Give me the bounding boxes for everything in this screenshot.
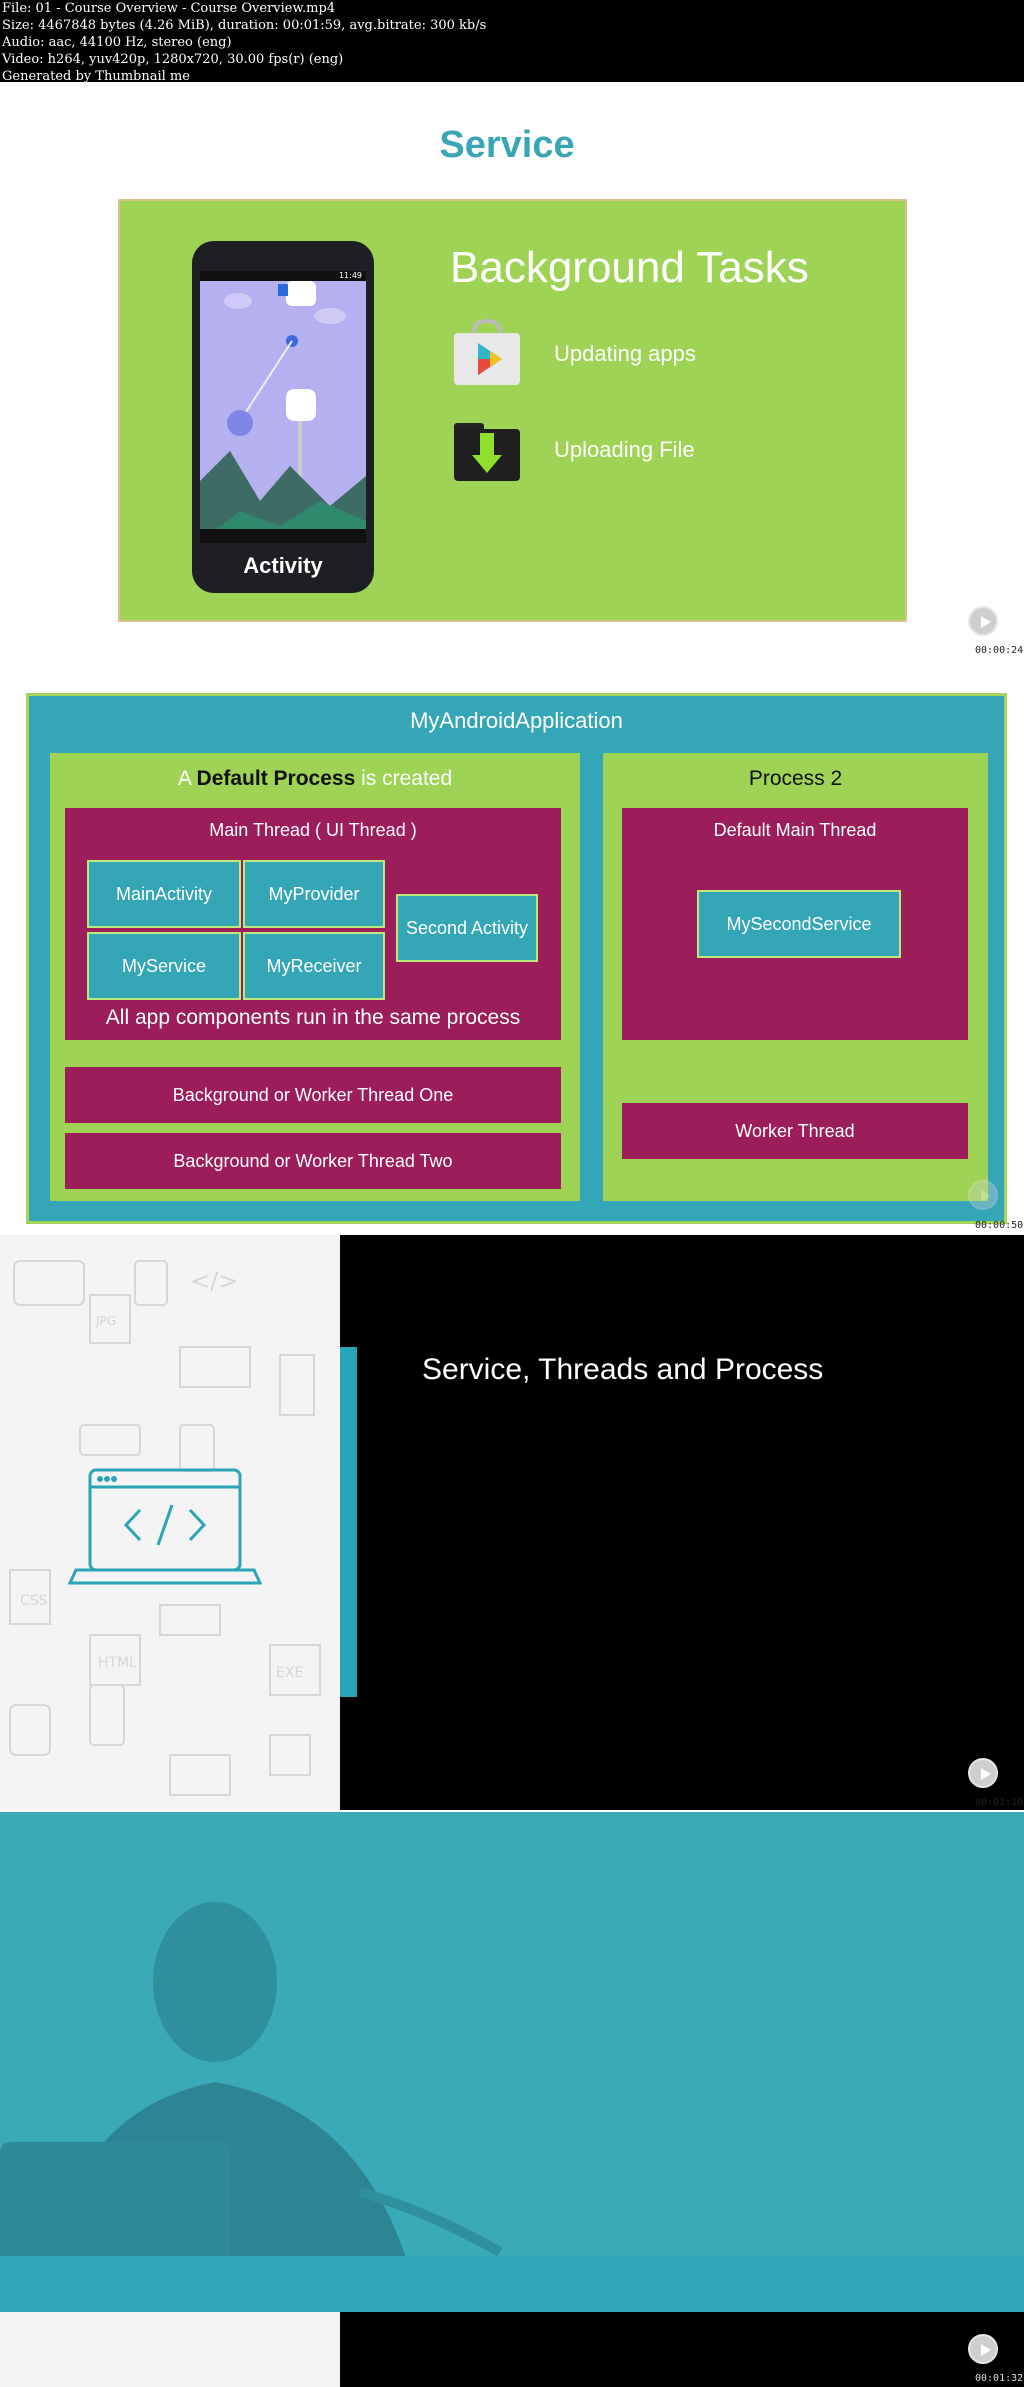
process-2-title: Process 2 (748, 767, 843, 790)
title-accent-bar (340, 1347, 357, 1697)
component-my-receiver: MyReceiver (243, 932, 385, 1000)
default-main-thread-box: Default Main Thread MySecondService (622, 808, 968, 1040)
task-item: Uploading File (450, 415, 695, 485)
play-icon[interactable] (968, 1758, 998, 1788)
component-my-provider: MyProvider (243, 860, 385, 928)
main-thread-label: Main Thread ( UI Thread ) (209, 820, 417, 840)
phone-mockup: 11:49 Activity (192, 241, 374, 593)
metadata-line: Size: 4467848 bytes (4.26 MiB), duration… (2, 18, 487, 33)
metadata-line: Video: h264, yuv420p, 1280x720, 30.00 fp… (2, 52, 344, 67)
app-title: MyAndroidApplication (410, 708, 623, 733)
default-process-title: A Default Process is created (177, 767, 453, 790)
title-slide-background (340, 1235, 1024, 1810)
code-pattern-panel: </> CSS HTML EXE JPG (0, 1235, 340, 1810)
background-tasks-panel: 11:49 Activity Background Tasks (118, 199, 907, 622)
instructor-video-frame (0, 1812, 1024, 2312)
task-item: Updating apps (450, 319, 696, 389)
play-store-bag-icon (454, 319, 520, 385)
black-strip (340, 2312, 1024, 2387)
metadata-line: Audio: aac, 44100 Hz, stereo (eng) (2, 35, 232, 50)
metadata-line: File: 01 - Course Overview - Course Over… (2, 1, 336, 16)
lower-banner (0, 2256, 1024, 2312)
component-my-second-service: MySecondService (697, 890, 901, 958)
slide-title: Service (439, 124, 575, 166)
svg-text:CSS: CSS (20, 1593, 48, 1609)
background-tasks-heading: Background Tasks (450, 243, 809, 292)
download-folder-icon (454, 423, 520, 481)
component-main-activity: MainActivity (87, 860, 241, 928)
task-label: Uploading File (554, 437, 695, 462)
process-2-box: Process 2 Default Main Thread MySecondSe… (603, 753, 988, 1201)
code-pattern-illustration: </> CSS HTML EXE JPG (9, 1260, 321, 1796)
component-second-activity: Second Activity (396, 894, 538, 962)
play-icon[interactable] (968, 1180, 998, 1210)
metadata-line: Generated by Thumbnail me (2, 69, 190, 84)
svg-text:HTML: HTML (98, 1655, 137, 1671)
instructor-photo (0, 1812, 1024, 2312)
task-label: Updating apps (554, 341, 696, 366)
timestamp: 00:00:24 (975, 645, 1024, 656)
default-process-box: A Default Process is created Main Thread… (50, 753, 580, 1201)
main-thread-box: Main Thread ( UI Thread ) MainActivity M… (65, 808, 561, 1040)
phone-activity-label: Activity (243, 553, 323, 578)
phone-screen: 11:49 (200, 271, 366, 543)
svg-text:</>: </> (190, 1267, 238, 1295)
svg-text:JPG: JPG (95, 1314, 116, 1328)
module-title: Service, Threads and Process (422, 1353, 824, 1386)
play-icon[interactable] (968, 606, 998, 636)
timestamp: 00:00:50 (975, 1220, 1024, 1231)
same-process-note: All app components run in the same proce… (105, 1006, 521, 1029)
app-diagram: MyAndroidApplication A Default Process i… (26, 693, 1007, 1224)
component-my-service: MyService (87, 932, 241, 1000)
timestamp: 00:01:32 (975, 2373, 1024, 2384)
pattern-strip (0, 2312, 340, 2387)
default-main-thread-label: Default Main Thread (713, 820, 877, 840)
game-scene-image (200, 281, 366, 543)
phone-clock: 11:49 (338, 271, 362, 280)
worker-thread-two: Background or Worker Thread Two (65, 1133, 561, 1189)
process-2-worker-thread: Worker Thread (622, 1103, 968, 1159)
worker-thread-one: Background or Worker Thread One (65, 1067, 561, 1123)
timestamp: 00:01:10 (975, 1797, 1024, 1808)
video-metadata-header: File: 01 - Course Overview - Course Over… (0, 0, 1024, 84)
play-icon[interactable] (968, 2334, 998, 2364)
svg-text:EXE: EXE (276, 1665, 303, 1681)
